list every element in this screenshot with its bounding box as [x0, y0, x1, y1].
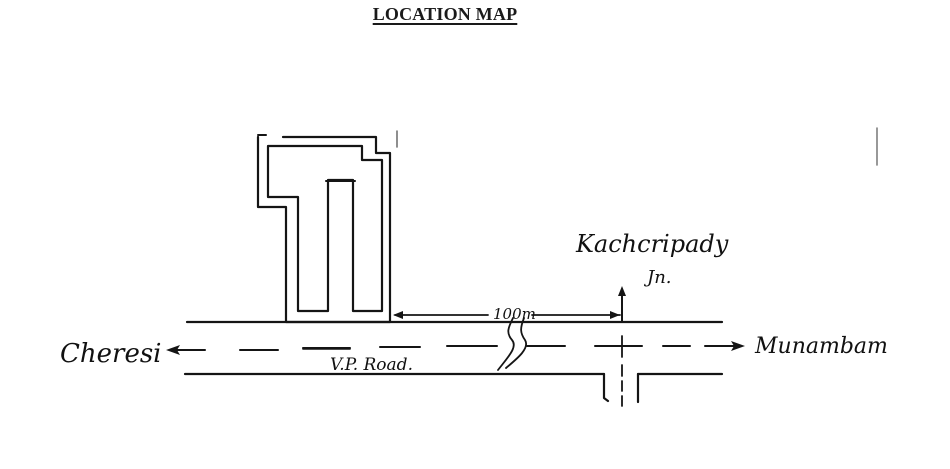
junction [602, 286, 640, 407]
distance-label: 100m [493, 305, 536, 323]
arrow-right-icon [610, 311, 620, 319]
arrow-east-icon [731, 341, 745, 351]
east-destination-label: Munambam [754, 334, 888, 359]
arrow-up-icon [618, 286, 626, 296]
road-break-symbol [497, 317, 515, 371]
site-outer-boundary [256, 135, 392, 324]
map-title: LOCATION MAP [0, 4, 890, 25]
west-destination-label: Cheresi [60, 339, 162, 369]
map-title-text: LOCATION MAP [372, 4, 518, 24]
main-road [166, 317, 745, 376]
road-break-symbol [505, 317, 528, 369]
road-name-label: V.P. Road. [330, 355, 413, 375]
junction-name-label: Kachcripady [575, 230, 729, 258]
distance-dimension: 100m [393, 305, 621, 323]
site-plot [256, 130, 398, 324]
arrow-west-icon [166, 345, 180, 355]
side-road-west-edge [602, 372, 610, 403]
arrow-left-icon [393, 311, 403, 319]
junction-suffix-label: Jn. [643, 267, 672, 288]
